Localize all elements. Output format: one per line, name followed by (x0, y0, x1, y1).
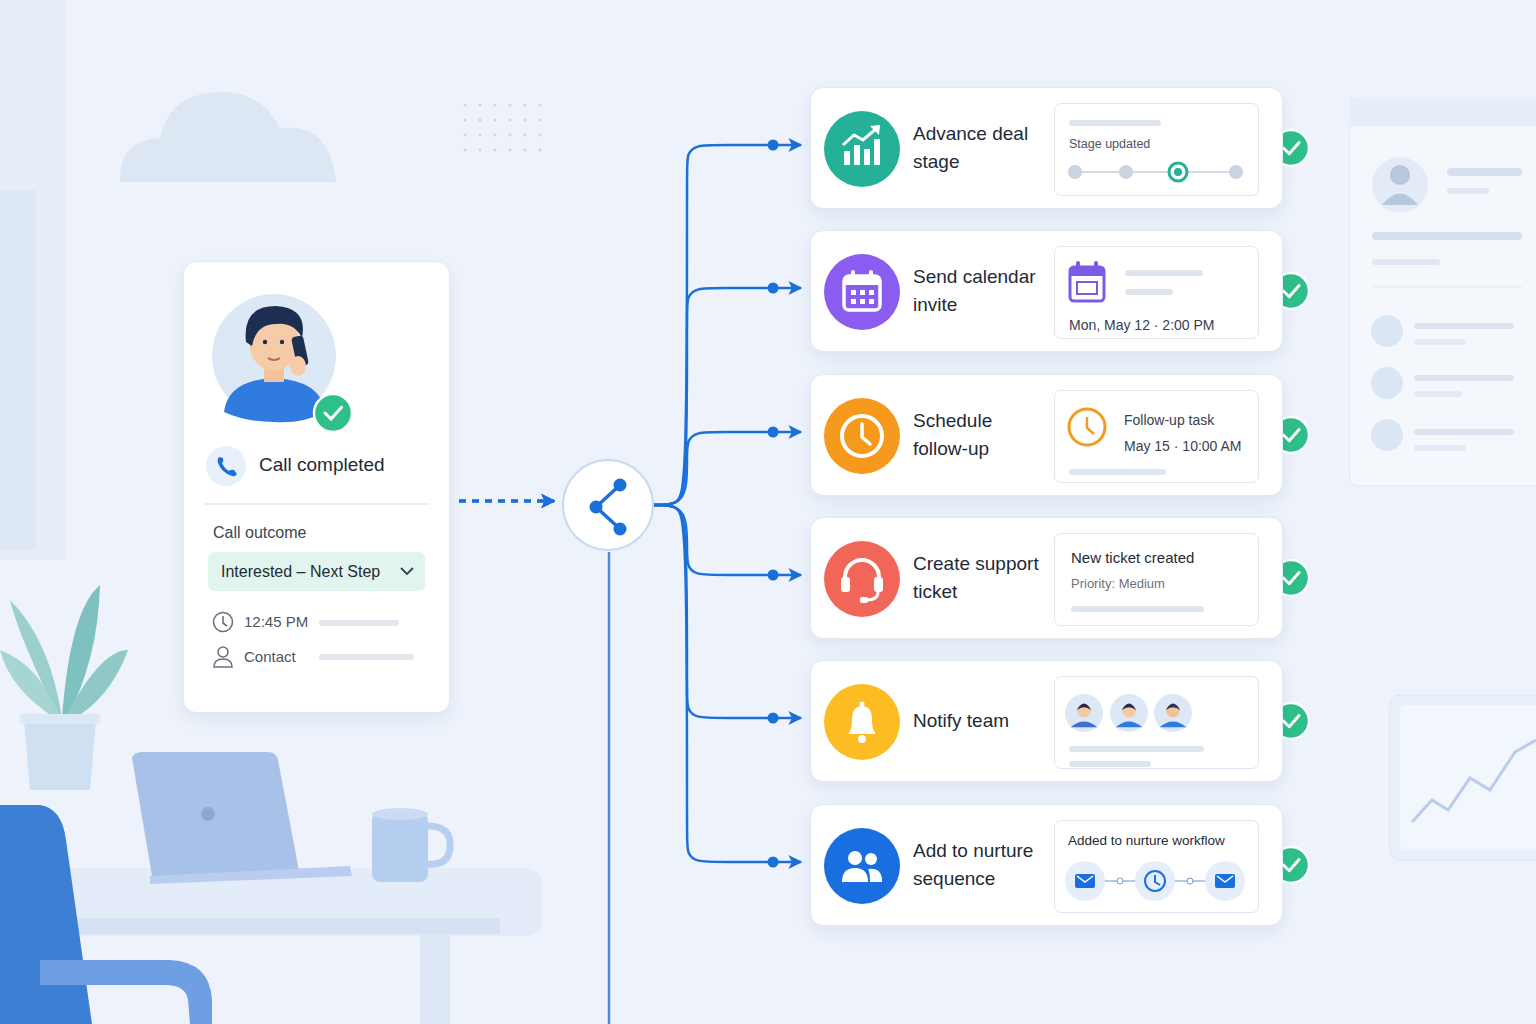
status-text: Call completed (259, 454, 385, 477)
action-title: Add to nurture sequence (913, 837, 1051, 892)
decoration (1055, 391, 1260, 484)
action-card: Notify team (810, 660, 1283, 782)
branch-line (653, 505, 801, 862)
detail-box: Follow-up taskMay 15 · 10:00 AM (1054, 390, 1259, 483)
time-text: 12:45 PM (244, 613, 308, 631)
team-avatars-box (1054, 676, 1259, 769)
branch-line (653, 505, 801, 575)
junction-dot (768, 140, 779, 151)
action-card: Follow-up taskMay 15 · 10:00 AMSchedule … (810, 374, 1283, 496)
detail-box: New ticket createdPriority: Medium (1054, 533, 1259, 626)
action-title: Send calendar invite (913, 263, 1051, 318)
detail-text: Stage updated (1069, 137, 1150, 152)
title-wrap: Advance deal stage (913, 88, 1051, 208)
date-text: May 15 · 10:00 AM (1124, 438, 1242, 455)
branch-line (653, 288, 801, 505)
detail-box: Added to nurture workflow (1054, 820, 1259, 913)
decoration (184, 262, 451, 714)
date-text: Mon, May 12 · 2:00 PM (1069, 317, 1215, 334)
outcome-dropdown: Interested – Next Step (208, 552, 425, 591)
title-wrap: Schedule follow-up (913, 375, 1051, 495)
junction-dot (768, 570, 779, 581)
source-card: Interested – Next Step Call completedCall… (183, 261, 450, 713)
title-wrap: Add to nurture sequence (913, 805, 1051, 925)
junction-dot (768, 713, 779, 724)
junction-dot (768, 283, 779, 294)
branch-connector (459, 140, 801, 506)
branch-line (653, 432, 801, 505)
action-title: Notify team (913, 707, 1009, 735)
branch-line (653, 505, 801, 718)
dashed-connector (459, 500, 554, 503)
team-avatars (1055, 677, 1260, 770)
title-wrap: Send calendar invite (913, 231, 1051, 351)
dashed-connector (459, 500, 554, 503)
title-wrap: Notify team (913, 661, 1051, 781)
dashed-connector (459, 500, 554, 503)
detail-text: Follow-up task (1124, 412, 1214, 429)
action-title: Advance deal stage (913, 120, 1051, 175)
branch-connector (459, 501, 801, 868)
branch-line (653, 145, 801, 505)
detail-box: Mon, May 12 · 2:00 PM (1054, 246, 1259, 339)
title-wrap: Create support ticket (913, 518, 1051, 638)
priority-text: Priority: Medium (1071, 576, 1165, 592)
detail-text: Added to nurture workflow (1068, 833, 1225, 849)
dropdown-value: Interested – Next Step (221, 562, 380, 581)
action-card: New ticket createdPriority: MediumCreate… (810, 517, 1283, 639)
action-title: Schedule follow-up (913, 407, 1051, 462)
junction-dot (768, 427, 779, 438)
detail-box: Stage updated (1054, 103, 1259, 196)
action-card: Added to nurture workflow Add to nurture … (810, 804, 1283, 926)
field-label: Call outcome (213, 523, 306, 542)
action-title: Create support ticket (913, 550, 1051, 605)
action-card: Mon, May 12 · 2:00 PM Send calendar invit… (810, 230, 1283, 352)
dashed-connector (459, 500, 554, 503)
field-label: Contact (244, 648, 296, 666)
dashed-connector (459, 500, 554, 503)
junction-dot (768, 857, 779, 868)
dashed-connector (459, 500, 554, 503)
action-card: Stage updated Advance deal stage (810, 87, 1283, 209)
detail-text: New ticket created (1071, 549, 1194, 567)
